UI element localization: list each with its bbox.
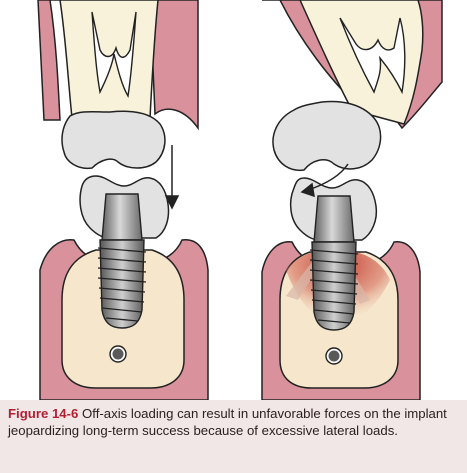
implant-threads-left [97,247,147,322]
upper-gingiva-left [50,0,199,131]
implant-threads-right [309,249,359,324]
implant-screw-left [99,239,145,329]
implant-loading-figure [37,0,443,400]
off-axis-load-arrow [300,163,349,198]
implant-screw-right [311,241,357,331]
figure-label: Figure 14-6 [8,406,79,421]
upper-tooth-pulp-left [91,11,137,99]
figure-caption: Figure 14-6 Off-axis loading can result … [0,400,467,473]
upper-crown-right [272,100,382,172]
upper-tooth-pulp-right [339,17,406,95]
implant-abutment-left [101,193,143,241]
right-panel-off-axis-loading [261,0,443,400]
axial-load-arrow [164,145,180,210]
figure-caption-text: Off-axis loading can result in unfavorab… [8,406,447,438]
upper-crown-left [61,110,166,170]
implant-abutment-right [313,195,355,243]
left-panel-axial-loading [37,0,209,400]
